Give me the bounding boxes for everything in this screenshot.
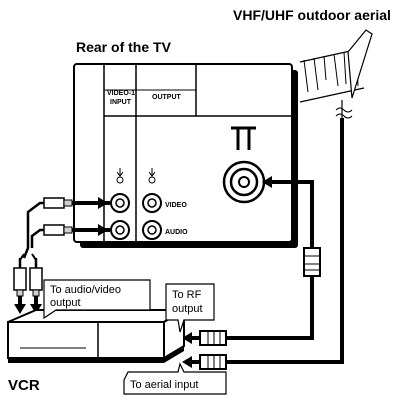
video-jack-label: VIDEO bbox=[165, 202, 187, 209]
output-label: OUTPUT bbox=[152, 94, 182, 101]
av-output-callout-line1: To audio/video bbox=[50, 284, 121, 296]
output-audio-jack[interactable] bbox=[142, 220, 162, 240]
antenna-symbol-icon bbox=[231, 126, 256, 150]
vcr-unit bbox=[7, 308, 188, 363]
aerial-cable bbox=[215, 118, 344, 364]
video1-input-label-1: VIDEO-1 bbox=[107, 90, 135, 97]
outdoor-aerial-icon bbox=[299, 29, 373, 119]
av-output-callout-line2: output bbox=[50, 297, 81, 309]
rf-output-plug bbox=[182, 330, 227, 346]
output-video-jack[interactable] bbox=[142, 193, 162, 213]
av-output-callout bbox=[43, 279, 151, 320]
aerial-input-callout-text: To aerial input bbox=[130, 379, 199, 391]
audio-jack-label: AUDIO bbox=[165, 229, 188, 236]
aerial-title: VHF/UHF outdoor aerial bbox=[233, 7, 391, 23]
rf-to-tv-cable bbox=[214, 176, 321, 340]
av-cables bbox=[13, 197, 110, 314]
vcr-title: VCR bbox=[8, 377, 40, 394]
tv-rear-title: Rear of the TV bbox=[76, 39, 172, 55]
input-arrow-icon bbox=[116, 168, 124, 184]
output-arrow-icon bbox=[148, 168, 156, 184]
aerial-input-plug bbox=[182, 354, 227, 370]
rf-output-callout-line1: To RF bbox=[172, 289, 202, 301]
rf-output-callout-line2: output bbox=[172, 303, 203, 315]
aerial-input-callout bbox=[123, 362, 227, 395]
aerial-input-jack[interactable] bbox=[222, 160, 266, 204]
video1-input-label-2: INPUT bbox=[110, 99, 132, 106]
rf-output-callout bbox=[165, 283, 215, 333]
video1-audio-jack[interactable] bbox=[110, 220, 130, 240]
video1-video-jack[interactable] bbox=[110, 193, 130, 213]
